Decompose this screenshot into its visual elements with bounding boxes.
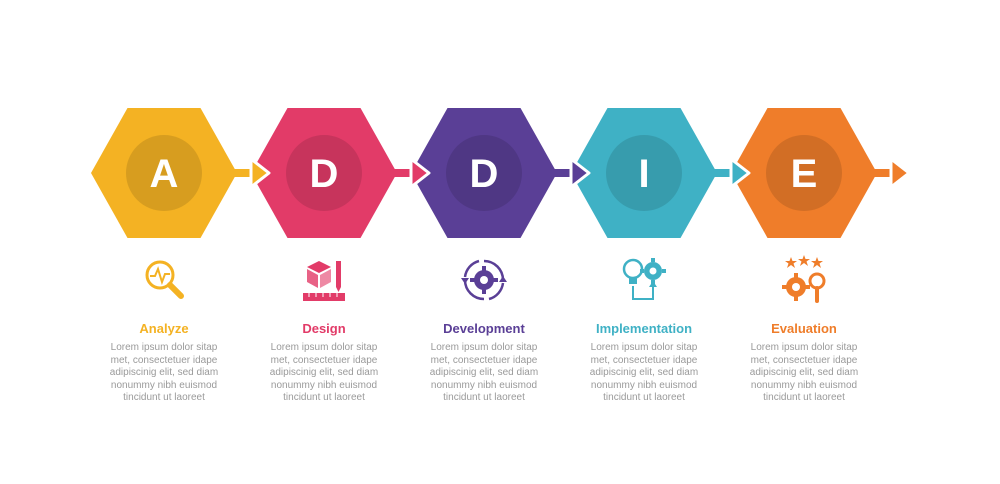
- description-line: tincidunt ut laoreet: [283, 392, 365, 403]
- description-line: Lorem ipsum dolor sitap: [270, 342, 378, 353]
- description-line: tincidunt ut laoreet: [443, 392, 525, 403]
- description-line: adipiscinig elit, sed diam: [589, 367, 699, 378]
- description-line: Lorem ipsum dolor sitap: [430, 342, 538, 353]
- arrow-connector-icon: [873, 157, 911, 189]
- step-title: Design: [302, 321, 346, 336]
- arrow-connector-icon: [713, 157, 751, 189]
- bulb-gear-icon: [619, 255, 669, 305]
- hexagon-inner-circle: [286, 135, 362, 211]
- description-line: nonummy nibh euismod: [430, 379, 538, 391]
- description-line: met, consectetuer idape: [750, 354, 858, 366]
- description-line: met, consectetuer idape: [270, 354, 378, 366]
- step-title: Implementation: [595, 321, 693, 336]
- stars-gear-magnifier-icon: [779, 255, 829, 305]
- hexagon-letter: E: [791, 152, 818, 196]
- description-line: adipiscinig elit, sed diam: [109, 367, 219, 378]
- hexagon-inner-circle: [446, 135, 522, 211]
- description-line: adipiscinig elit, sed diam: [269, 367, 379, 378]
- description-line: met, consectetuer idape: [430, 354, 538, 366]
- gear-cycle-icon: [459, 255, 509, 305]
- description-line: met, consectetuer idape: [590, 354, 698, 366]
- description-line: tincidunt ut laoreet: [123, 392, 205, 403]
- step-title: Evaluation: [771, 321, 837, 336]
- description-line: Lorem ipsum dolor sitap: [750, 342, 858, 353]
- hexagon-inner-circle: [606, 135, 682, 211]
- hexagon-letter: D: [310, 152, 339, 196]
- hexagon-letter: D: [470, 152, 499, 196]
- description-line: nonummy nibh euismod: [270, 379, 378, 391]
- description-line: Lorem ipsum dolor sitap: [590, 342, 698, 353]
- description-line: nonummy nibh euismod: [590, 379, 698, 391]
- hexagon-letter: A: [150, 152, 179, 196]
- description-line: nonummy nibh euismod: [750, 379, 858, 391]
- description-line: nonummy nibh euismod: [110, 379, 218, 391]
- hexagon-inner-circle: [766, 135, 842, 211]
- arrow-connector-icon: [393, 157, 431, 189]
- description-line: tincidunt ut laoreet: [603, 392, 685, 403]
- description-line: adipiscinig elit, sed diam: [429, 367, 539, 378]
- hexagon-inner-circle: [126, 135, 202, 211]
- magnifier-pulse-icon: [139, 255, 189, 305]
- hexagon-letter: I: [638, 152, 649, 196]
- arrow-connector-icon: [233, 157, 271, 189]
- description-line: met, consectetuer idape: [110, 354, 218, 366]
- arrow-connector-icon: [553, 157, 591, 189]
- step-title: Analyze: [139, 321, 189, 336]
- cube-ruler-pencil-icon: [299, 255, 349, 305]
- description-line: tincidunt ut laoreet: [763, 392, 845, 403]
- description-line: Lorem ipsum dolor sitap: [110, 342, 218, 353]
- description-line: adipiscinig elit, sed diam: [749, 367, 859, 378]
- step-title: Development: [443, 321, 525, 336]
